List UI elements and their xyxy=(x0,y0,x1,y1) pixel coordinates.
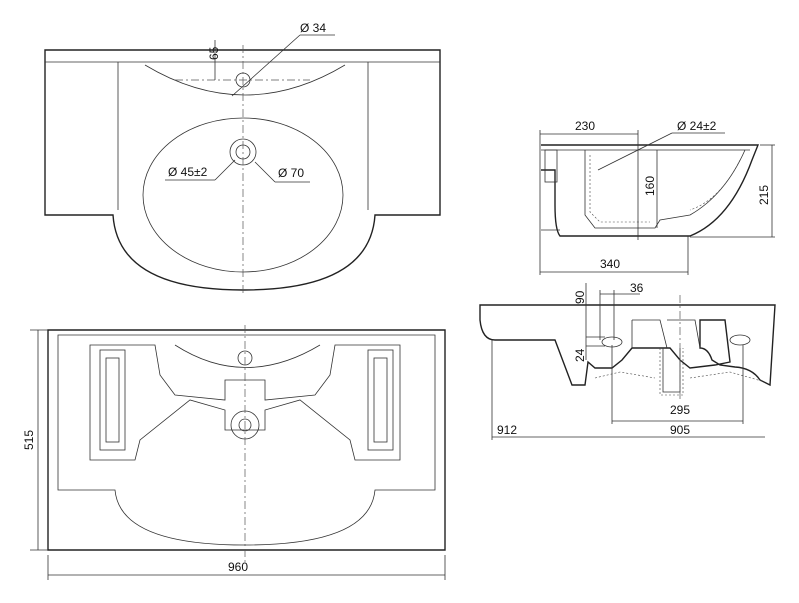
side-section: 230 Ø 24±2 160 215 340 xyxy=(539,119,775,275)
dim-overflow: Ø 24±2 xyxy=(677,119,717,133)
dim-bowl-depth: 160 xyxy=(643,176,657,196)
dim-drain-outer: Ø 70 xyxy=(278,166,304,180)
dim-mount-spacing: 36 xyxy=(630,281,644,295)
dim-projection: 340 xyxy=(600,257,620,271)
dim-mount-width: 905 xyxy=(670,423,690,437)
dim-mount-height: 90 xyxy=(573,290,587,304)
top-view: 65 Ø 34 Ø 45±2 Ø 70 xyxy=(44,21,441,295)
dim-total: 912 xyxy=(497,423,517,437)
bottom-view: 515 960 xyxy=(22,325,446,580)
dim-drain: Ø 45±2 xyxy=(168,165,208,179)
dim-depth: 515 xyxy=(22,430,36,450)
dim-drain-offset: 230 xyxy=(575,119,595,133)
dim-width: 960 xyxy=(228,560,248,574)
dim-slot: 24 xyxy=(573,348,587,362)
dim-faucet-offset: 65 xyxy=(207,46,221,60)
dim-height: 215 xyxy=(757,185,771,205)
front-view: 90 36 24 295 905 912 xyxy=(479,281,776,440)
dim-faucet-hole: Ø 34 xyxy=(300,21,326,35)
dim-inner: 295 xyxy=(670,403,690,417)
